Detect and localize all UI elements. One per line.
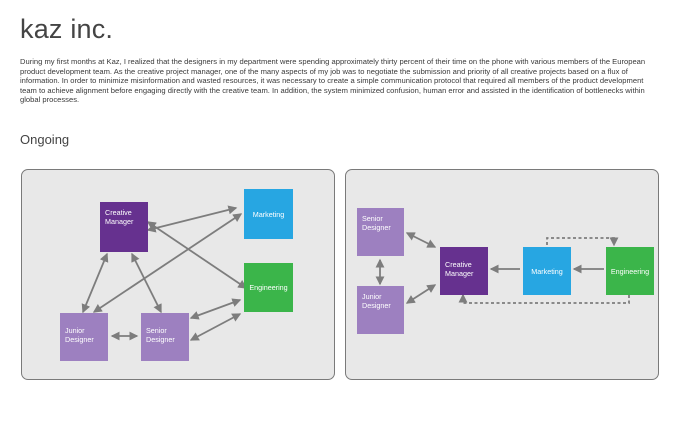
node-engineering: Engineering bbox=[606, 247, 654, 295]
intro-paragraph: During my first months at Kaz, I realize… bbox=[20, 57, 646, 105]
node-senior-designer: Senior Designer bbox=[357, 208, 404, 256]
node-junior-designer-label: Junior Designer bbox=[362, 292, 391, 310]
node-creative-manager-label: Creative Manager bbox=[105, 208, 134, 226]
node-engineering: Engineering bbox=[244, 263, 293, 312]
arrow-cm-engineering bbox=[146, 221, 248, 289]
node-engineering-label: Engineering bbox=[249, 283, 288, 292]
page-title: kaz inc. bbox=[20, 14, 114, 44]
arrow-sd-engineering-2 bbox=[189, 313, 242, 341]
arrow-marketing-engineering-dashed bbox=[546, 237, 619, 247]
node-junior-designer-label: Junior Designer bbox=[65, 326, 94, 344]
arrow-jd-marketing bbox=[92, 213, 243, 313]
node-engineering-label: Engineering bbox=[610, 266, 650, 276]
node-marketing-label: Marketing bbox=[252, 209, 285, 219]
diagram-after-panel: Senior Designer Junior Designer Creative… bbox=[345, 169, 659, 380]
node-junior-designer: Junior Designer bbox=[60, 313, 108, 361]
node-marketing-label: Marketing bbox=[531, 266, 563, 276]
node-senior-designer: Senior Designer bbox=[141, 313, 189, 361]
diagram-after-arrows bbox=[375, 232, 630, 304]
arrow-engineering-cm-dashed bbox=[458, 293, 630, 304]
diagram-before-panel: Creative Manager Marketing Engineering J… bbox=[21, 169, 335, 380]
node-junior-designer: Junior Designer bbox=[357, 286, 404, 334]
node-marketing: Marketing bbox=[523, 247, 571, 295]
node-creative-manager: Creative Manager bbox=[440, 247, 488, 295]
section-title: Ongoing bbox=[20, 132, 70, 147]
diagram-before-arrows bbox=[81, 205, 248, 341]
arrow-junior-cm bbox=[405, 284, 437, 304]
arrow-jd-cm bbox=[81, 252, 109, 314]
node-creative-manager: Creative Manager bbox=[100, 202, 148, 252]
node-creative-manager-label: Creative Manager bbox=[445, 260, 474, 278]
node-senior-designer-label: Senior Designer bbox=[146, 326, 175, 344]
node-marketing: Marketing bbox=[244, 189, 293, 239]
arrow-senior-cm bbox=[405, 232, 437, 248]
node-senior-designer-label: Senior Designer bbox=[362, 214, 391, 232]
arrow-sd-engineering-1 bbox=[189, 298, 242, 320]
